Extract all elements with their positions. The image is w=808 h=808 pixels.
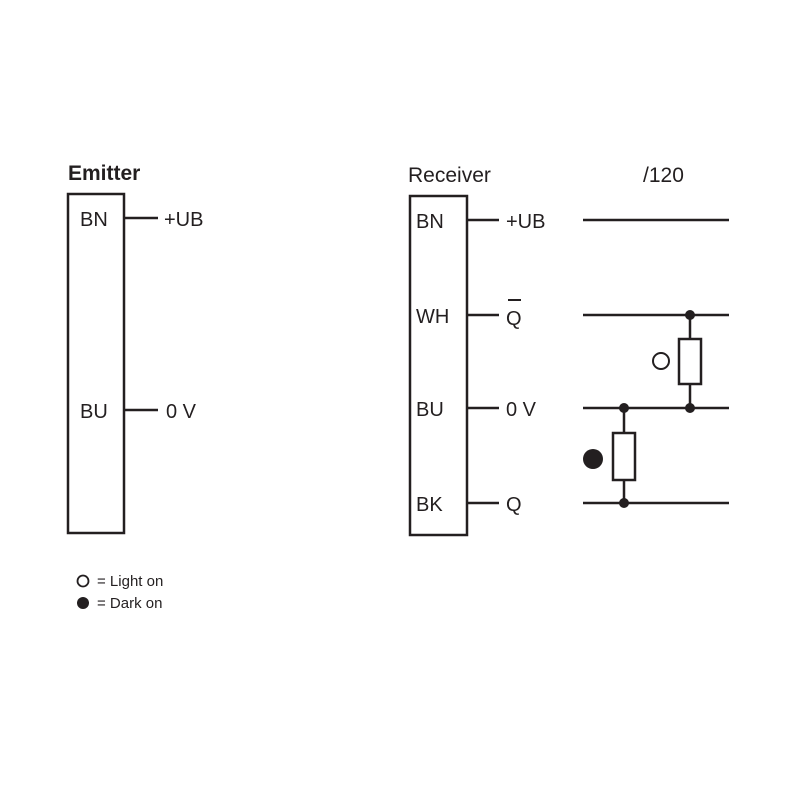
junction-dot <box>619 403 629 413</box>
receiver-title: Receiver <box>408 164 491 187</box>
receiver-body <box>408 194 469 537</box>
receiver-pin-bk: BK <box>416 494 443 516</box>
emitter-body <box>66 192 126 535</box>
junction-dot <box>685 403 695 413</box>
legend: = Light on = Dark on <box>76 573 163 612</box>
receiver-pin-bu: BU <box>416 399 444 421</box>
junction-dot <box>685 310 695 320</box>
emitter-title: Emitter <box>68 162 140 185</box>
filled-circle-icon <box>77 597 89 609</box>
resistor-dark-on <box>611 431 637 482</box>
receiver-signal-q: Q <box>506 494 522 516</box>
receiver-variant: /120 <box>643 164 684 187</box>
receiver-pin-wh: WH <box>416 306 449 328</box>
emitter-signal-0v: 0 V <box>166 401 197 423</box>
resistor-light-on <box>677 337 703 386</box>
open-circle-icon <box>76 574 90 588</box>
receiver-signal-q-bar: Q <box>506 308 522 330</box>
load-circuit <box>583 218 729 508</box>
legend-light-on: = Light on <box>97 573 163 590</box>
emitter: Emitter BN +UB BU 0 V <box>66 162 203 535</box>
receiver-signal-0v: 0 V <box>506 399 537 421</box>
emitter-pin-bn: BN <box>80 209 108 231</box>
emitter-pin-bu: BU <box>80 401 108 423</box>
dark-on-symbol-icon <box>583 449 603 469</box>
receiver-signal-ub: +UB <box>506 211 545 233</box>
junction-dot <box>619 498 629 508</box>
receiver-pin-bn: BN <box>416 211 444 233</box>
light-on-symbol-icon <box>652 352 670 370</box>
legend-dark-on: = Dark on <box>97 595 162 612</box>
emitter-signal-ub: +UB <box>164 209 203 231</box>
receiver: Receiver /120 BN +UB WH Q BU 0 V BK Q <box>408 164 684 537</box>
